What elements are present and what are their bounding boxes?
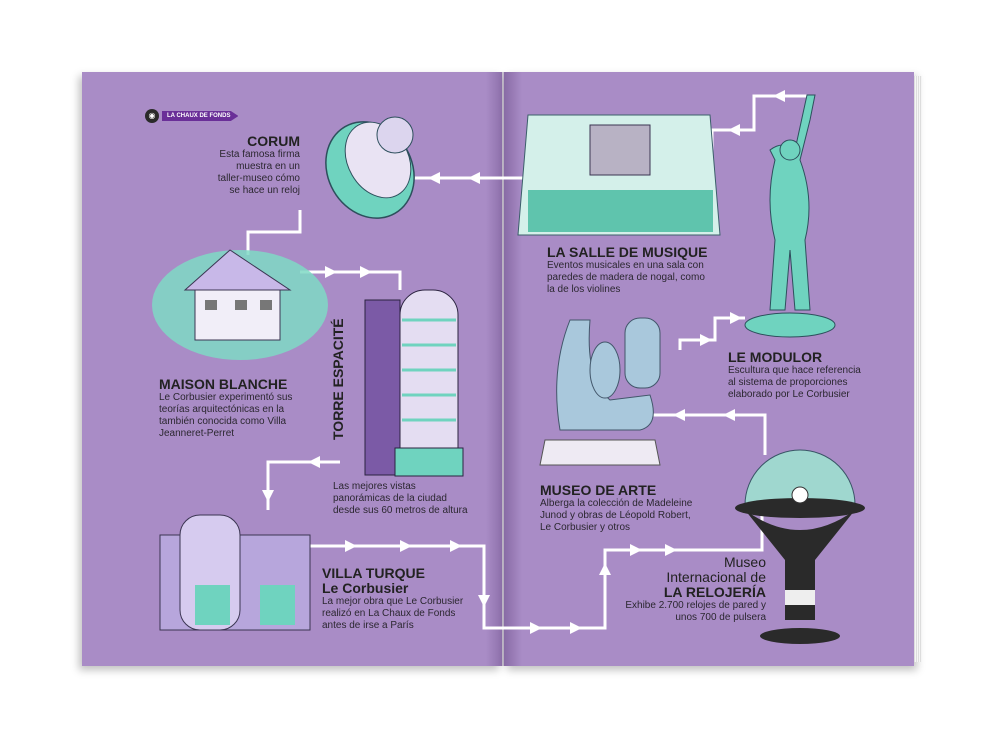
modulor-block: LE MODULOR Escultura que hace referencia… — [728, 350, 888, 401]
salle-line: paredes de madera de nogal, como — [547, 272, 705, 283]
arte-line: Alberga la colección de Madeleine — [540, 498, 693, 509]
corum-line: muestra en un — [236, 161, 300, 172]
relojeria-line: Exhibe 2.700 relojes de pared y — [625, 600, 766, 611]
salle-de-musique-illustration — [517, 114, 721, 236]
maison-title: MAISON BLANCHE — [159, 376, 288, 392]
torre-line: Las mejores vistas — [333, 481, 416, 492]
maison-line: teorías arquitectónicas en la — [159, 404, 285, 415]
corum-line: Esta famosa firma — [219, 149, 300, 160]
modulor-line: elaborado por Le Corbusier — [728, 389, 850, 400]
corum-line: taller-museo cómo — [217, 173, 300, 184]
corum-block: CORUM Esta famosa firma muestra en un ta… — [190, 134, 300, 197]
arte-line: Junod y obras de Léopold Robert, — [540, 510, 691, 521]
route-arrows — [262, 90, 785, 634]
torre-line: panorámicas de la ciudad — [333, 493, 447, 504]
torre-title: TORRE ESPACITÉ — [330, 318, 346, 440]
relojeria-illustration — [735, 449, 865, 644]
relojeria-pre: Museo — [723, 554, 766, 570]
maison-line: Le Corbusier experimentó sus — [159, 392, 293, 403]
relojeria-title: LA RELOJERÍA — [663, 584, 766, 600]
salle-line: la de los violines — [547, 284, 621, 295]
torre-espacite-illustration — [364, 289, 464, 477]
maison-line: Jeanneret-Perret — [159, 428, 235, 439]
modulor-line: al sistema de proporciones — [728, 377, 848, 388]
modulor-line: Escultura que hace referencia — [728, 365, 861, 376]
salle-block: LA SALLE DE MUSIQUE Eventos musicales en… — [547, 245, 747, 296]
salle-title: LA SALLE DE MUSIQUE — [547, 244, 708, 260]
arte-block: MUSEO DE ARTE Alberga la colección de Ma… — [540, 483, 730, 534]
maison-blanche-illustration — [152, 249, 328, 360]
eye-icon: ◉ — [145, 109, 159, 123]
section-tag: ◉ LA CHAUX DE FONDS — [145, 109, 239, 123]
torre-block: Las mejores vistas panorámicas de la ciu… — [333, 481, 493, 517]
torre-line: desde sus 60 metros de altura — [333, 505, 468, 516]
villa-line: realizó en La Chaux de Fonds — [322, 608, 456, 619]
villa-line: La mejor obra que Le Corbusier — [322, 596, 464, 607]
museo-de-arte-illustration — [539, 317, 661, 466]
modulor-title: LE MODULOR — [728, 349, 823, 365]
villa-turque-illustration — [159, 514, 311, 631]
arte-title: MUSEO DE ARTE — [540, 482, 657, 498]
relojeria-block: Museo Internacional de LA RELOJERÍA Exhi… — [600, 555, 766, 624]
villa-subtitle: Le Corbusier — [322, 580, 409, 596]
section-label: LA CHAUX DE FONDS — [162, 111, 239, 121]
salle-line: Eventos musicales en una sala con — [547, 260, 704, 271]
arte-line: Le Corbusier y otros — [540, 522, 631, 533]
villa-block: VILLA TURQUE Le Corbusier La mejor obra … — [322, 566, 492, 632]
corum-watch-illustration — [325, 116, 415, 219]
maison-block: MAISON BLANCHE Le Corbusier experimentó … — [159, 377, 329, 440]
relojeria-pre: Internacional de — [666, 569, 766, 585]
villa-line: antes de irse a París — [322, 620, 414, 631]
maison-line: también conocida como Villa — [159, 416, 287, 427]
corum-line: se hace un reloj — [229, 185, 300, 196]
page-edges — [914, 76, 922, 662]
villa-title: VILLA TURQUE — [322, 565, 425, 581]
le-modulor-illustration — [744, 94, 836, 338]
corum-title: CORUM — [247, 133, 300, 149]
spine-shadow — [486, 72, 522, 666]
relojeria-line: unos 700 de pulsera — [675, 612, 766, 623]
